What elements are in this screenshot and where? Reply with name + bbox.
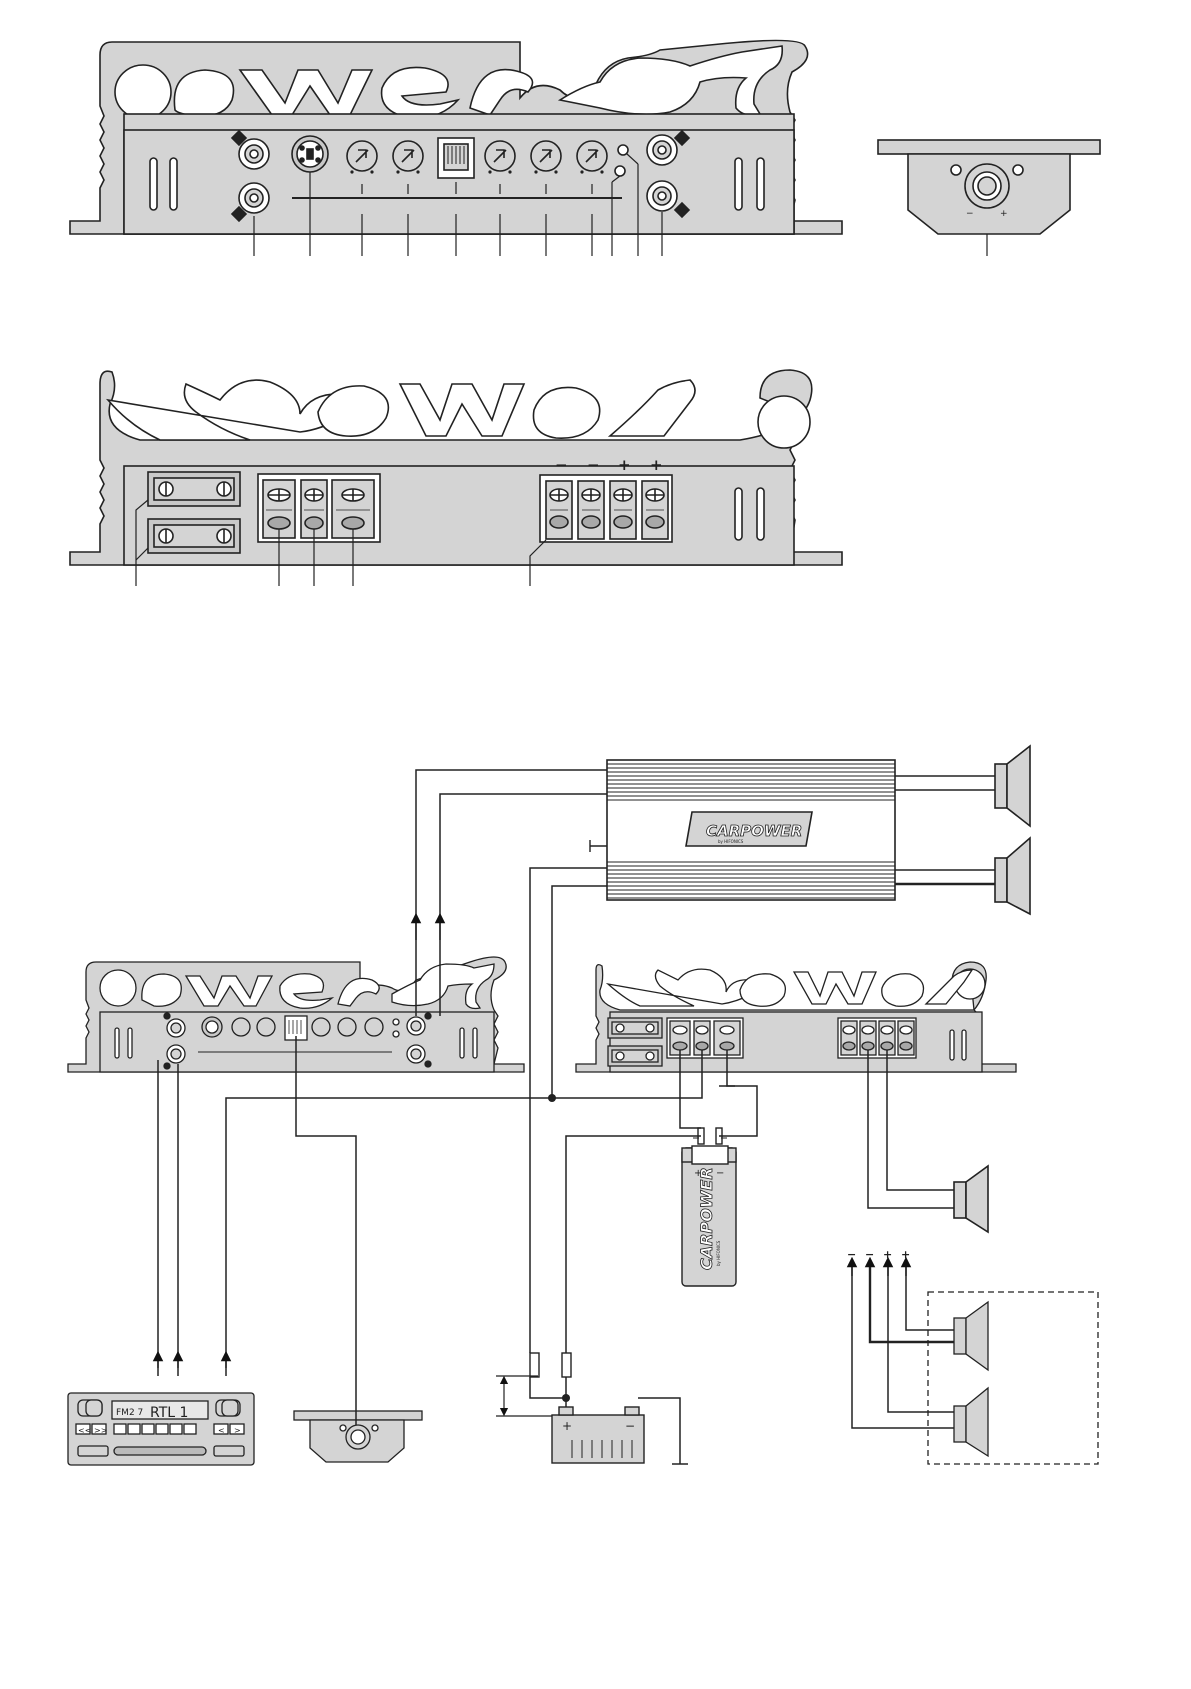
capacitor-minus: − xyxy=(716,1168,724,1179)
radio-ff-label: >> xyxy=(94,1426,107,1435)
small-bass-knob[interactable] xyxy=(346,1425,370,1449)
phone-jack[interactable] xyxy=(438,138,474,178)
spk-term-sign-4: + xyxy=(650,456,663,474)
power-logo-graphic-mirrored xyxy=(108,380,810,448)
battery-minus-post xyxy=(625,1407,639,1415)
radio-rew-label: << xyxy=(78,1426,91,1435)
spk-term-sign-2: − xyxy=(587,456,600,474)
spk-term-sign-3: + xyxy=(618,456,631,474)
speaker-group-upper xyxy=(954,1302,988,1370)
gain-knob-1[interactable] xyxy=(347,141,377,171)
power-led xyxy=(618,145,628,155)
group-sign-3: + xyxy=(883,1248,892,1261)
amp-rear-small xyxy=(576,962,1016,1072)
speaker-group-box xyxy=(928,1292,1098,1464)
booster-brand-sub: by HIFONICS xyxy=(718,839,744,844)
radio-right-label: > xyxy=(234,1426,241,1435)
radio-station-text: RTL 1 xyxy=(150,1405,188,1421)
bass-level-knob[interactable] xyxy=(965,164,1009,208)
amplifier-rear-panel: − − + + xyxy=(70,370,842,586)
capacitor: + − CARPOWER by HIFONICS xyxy=(682,1128,736,1286)
capacitor-brand-sub: by HIFONICS xyxy=(716,1240,721,1266)
remote-plus-label: + xyxy=(1000,209,1008,219)
mini-din-socket[interactable] xyxy=(292,136,328,172)
battery-minus-label: − xyxy=(625,1419,635,1433)
head-unit-radio: FM2 7 RTL 1 << >> < > xyxy=(68,1393,254,1465)
protect-led xyxy=(615,166,625,176)
subwoofer xyxy=(954,1166,988,1232)
power-terminal-block[interactable] xyxy=(258,474,380,542)
booster-brand-text: CARPOWER xyxy=(706,822,802,840)
car-battery: + − xyxy=(552,1407,644,1463)
crossover-knob-2[interactable] xyxy=(531,141,561,171)
small-speaker-terminals[interactable] xyxy=(838,1018,916,1058)
speaker-group-lower xyxy=(954,1388,988,1456)
spk-term-sign-1: − xyxy=(555,456,568,474)
gain-knob-2[interactable] xyxy=(393,141,423,171)
radio-cassette-slot xyxy=(114,1447,206,1455)
speaker-front-2 xyxy=(995,838,1030,914)
booster-logo-plate: CARPOWER by HIFONICS xyxy=(686,812,812,846)
fuse-holder-1[interactable] xyxy=(148,472,240,506)
group-sign-4: + xyxy=(901,1248,910,1261)
crossover-knob-1[interactable] xyxy=(485,141,515,171)
fuse-distance-marker xyxy=(496,1376,552,1416)
group-sign-2: − xyxy=(865,1248,874,1261)
remote-controller-small xyxy=(294,1411,422,1462)
small-fuse-2[interactable] xyxy=(608,1046,662,1066)
remote-minus-label: − xyxy=(966,209,974,219)
amplifier-front-panel xyxy=(70,40,842,256)
fuse-holder-2[interactable] xyxy=(148,519,240,553)
battery-plus-label: + xyxy=(562,1419,572,1433)
radio-band-text: FM2 7 xyxy=(116,1408,143,1418)
inline-fuses xyxy=(530,1353,571,1377)
group-sign-1: − xyxy=(847,1248,856,1261)
speaker-terminal-block[interactable] xyxy=(540,475,672,542)
speaker-front-1 xyxy=(995,746,1030,826)
battery-plus-post xyxy=(559,1407,573,1415)
speaker-wires-booster xyxy=(895,776,995,884)
bass-boost-knob[interactable] xyxy=(577,141,607,171)
booster-amplifier: CARPOWER by HIFONICS xyxy=(590,760,895,900)
small-fuse-1[interactable] xyxy=(608,1018,662,1038)
radio-left-label: < xyxy=(218,1426,225,1435)
remote-bass-controller-detail: − + xyxy=(878,140,1100,256)
small-power-terminals[interactable] xyxy=(667,1018,743,1058)
capacitor-brand-text: CARPOWER xyxy=(697,1167,716,1270)
